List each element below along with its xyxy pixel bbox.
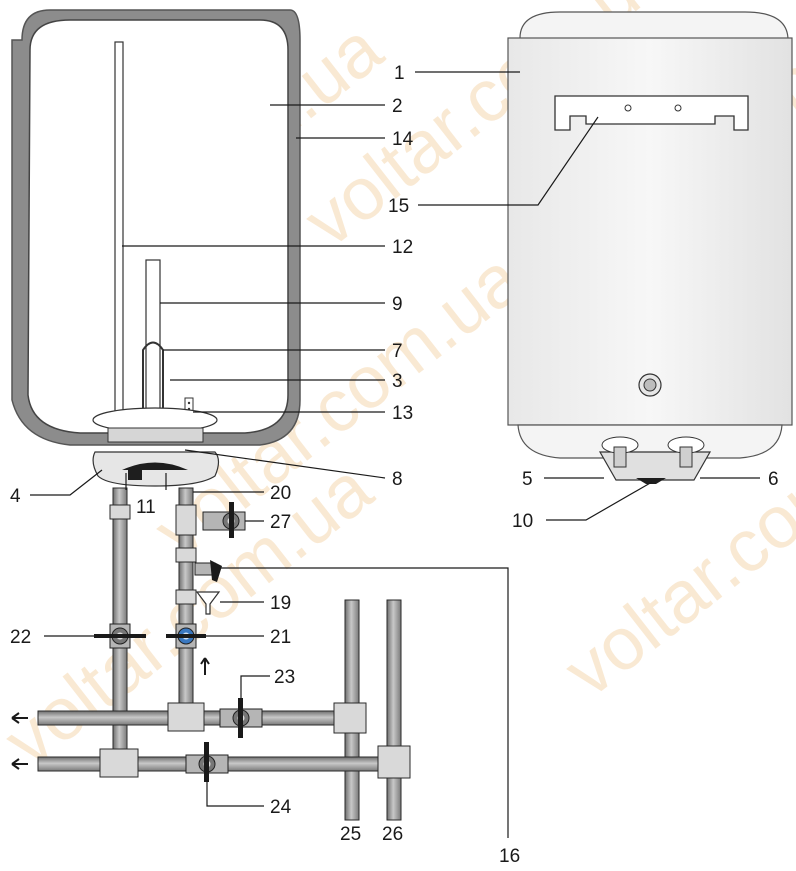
- callout-11: 11: [136, 497, 156, 518]
- drain-funnel-19: [195, 591, 221, 615]
- top-cap: [519, 11, 789, 41]
- indicator-window: [122, 462, 188, 470]
- callout-15: 15: [388, 196, 409, 217]
- tank-inner-wall: [27, 19, 289, 434]
- tank-cross-section: [11, 9, 301, 487]
- callout-22: 22: [10, 627, 31, 648]
- arrow-left-icon: [11, 712, 28, 724]
- arrow-left-icon: [11, 758, 28, 770]
- mounting-bracket: [554, 95, 749, 131]
- callout-21: 21: [270, 627, 291, 648]
- callout-5: 5: [522, 469, 533, 490]
- heating-element-loop: [142, 341, 164, 420]
- callout-26: 26: [382, 824, 403, 845]
- callout-16: 16: [499, 846, 520, 867]
- callout-25: 25: [340, 824, 361, 845]
- callout-7: 7: [392, 341, 403, 362]
- riser-pipe-26: [386, 599, 402, 821]
- callout-23: 23: [274, 667, 295, 688]
- tee-lower: [99, 748, 139, 778]
- callout-12: 12: [392, 237, 413, 258]
- arrow-up-icon: [200, 657, 210, 675]
- heater-external-view: [507, 11, 793, 484]
- tee-upper-right: [333, 702, 367, 734]
- coupling: [175, 589, 197, 605]
- bottom-cap: [517, 424, 783, 459]
- tee-27: [175, 504, 197, 536]
- thermostat-knob-center: [643, 378, 657, 392]
- callout-24: 24: [270, 797, 292, 818]
- indicator-light: [128, 470, 142, 480]
- safety-valve-16[interactable]: [194, 560, 222, 582]
- callout-1: 1: [394, 63, 405, 84]
- valve-21[interactable]: [166, 623, 206, 649]
- inlet-pipe-5: [613, 446, 627, 468]
- heating-element-tube: [145, 259, 161, 421]
- callout-4: 4: [10, 486, 21, 507]
- callout-14: 14: [392, 129, 414, 150]
- callout-27: 27: [270, 512, 291, 533]
- callout-2: 2: [392, 96, 403, 117]
- callout-numbers: 1 2 14 15 12 9 7 3 13 8 4 11 20 27 19 22…: [10, 63, 779, 867]
- indicator-10: [636, 478, 666, 484]
- tee-upper: [167, 702, 205, 732]
- magnesium-anode: [114, 41, 124, 438]
- valve-23[interactable]: [219, 698, 263, 738]
- valve-24[interactable]: [185, 742, 229, 782]
- callout-13: 13: [392, 403, 413, 424]
- callout-8: 8: [392, 469, 403, 490]
- valve-22[interactable]: [94, 623, 146, 649]
- plumbing: [11, 487, 411, 821]
- bracket-hole: [674, 104, 682, 112]
- outlet-pipe-6: [679, 446, 693, 468]
- callout-9: 9: [392, 294, 403, 315]
- callout-20: 20: [270, 483, 291, 504]
- callout-19: 19: [270, 593, 291, 614]
- bracket-hole: [624, 104, 632, 112]
- callout-10: 10: [512, 511, 533, 532]
- callout-3: 3: [392, 371, 403, 392]
- leader-lines: [30, 71, 760, 838]
- tee-lower-right: [377, 745, 411, 779]
- coupling: [175, 547, 197, 563]
- callout-6: 6: [768, 469, 779, 490]
- valve-27[interactable]: [202, 502, 246, 538]
- coupling: [109, 504, 131, 520]
- flange-plate: [107, 427, 204, 443]
